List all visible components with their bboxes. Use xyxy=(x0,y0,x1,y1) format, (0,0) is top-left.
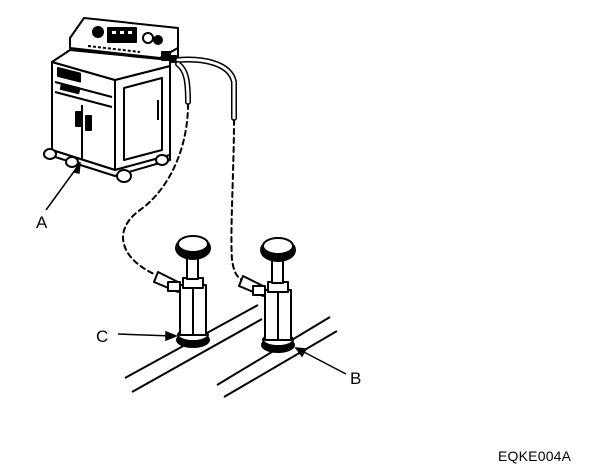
test-console-cabinet xyxy=(43,17,179,183)
callout-b: B xyxy=(350,369,361,388)
callout-a: A xyxy=(36,213,48,232)
leader-lines xyxy=(45,161,347,375)
figure-id: EQKE004A xyxy=(498,448,572,464)
hoses xyxy=(122,56,243,281)
hydraulic-jack-b xyxy=(238,237,296,353)
hydraulic-jack-c xyxy=(153,235,211,348)
callout-c: C xyxy=(96,327,108,346)
